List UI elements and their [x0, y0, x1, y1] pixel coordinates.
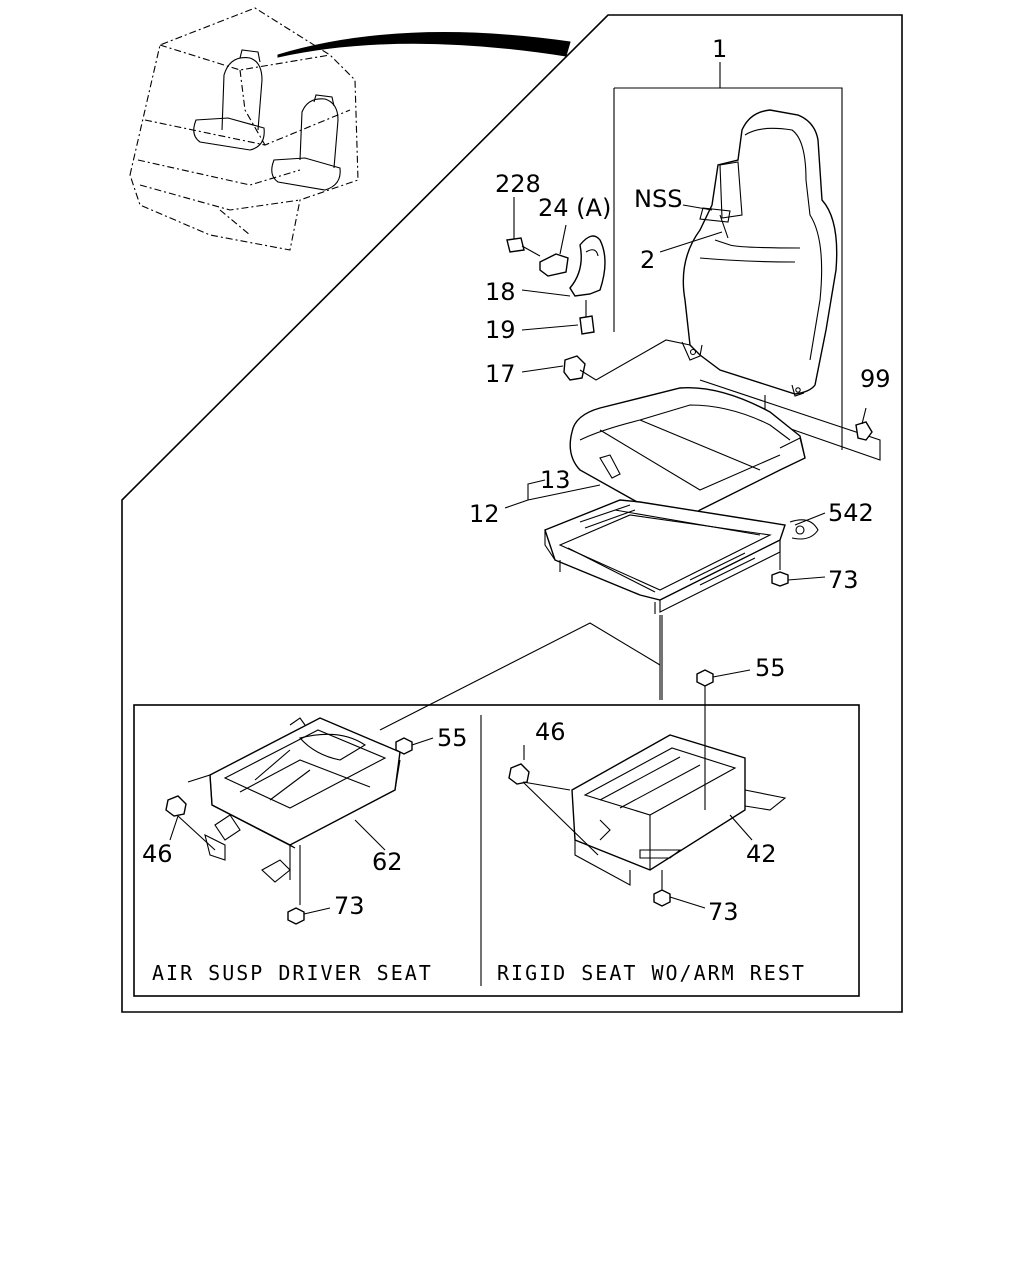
label-2: 2	[640, 246, 655, 274]
label-73-left: 73	[334, 892, 365, 920]
bolt-46-left	[165, 795, 216, 851]
leader-62	[354, 819, 386, 851]
cab-overview	[129, 7, 359, 251]
label-73-top: 73	[828, 566, 859, 594]
seat-back	[613, 62, 843, 450]
slide-rail-frame	[544, 499, 819, 614]
label-24a: 24 (A)	[538, 194, 611, 222]
label-99: 99	[860, 365, 891, 393]
leader-nss	[682, 204, 713, 211]
label-18: 18	[485, 278, 516, 306]
bolt-46-right	[508, 745, 599, 856]
leader-2	[659, 231, 723, 253]
label-1: 1	[712, 35, 727, 63]
caption-air-susp: AIR SUSP DRIVER SEAT	[152, 961, 433, 985]
nut-73-top	[771, 540, 826, 587]
caption-rigid-seat: RIGID SEAT WO/ARM REST	[497, 961, 806, 985]
nut-73-right	[653, 870, 706, 909]
leader-12	[504, 479, 601, 509]
nut-55-left	[395, 737, 434, 755]
leader-42	[729, 814, 753, 841]
label-17: 17	[485, 360, 516, 388]
label-62: 62	[372, 848, 403, 876]
hinge-cover-parts	[506, 197, 691, 381]
label-42: 42	[746, 840, 777, 868]
label-nss: NSS	[634, 185, 682, 213]
seat-cushion	[569, 387, 806, 523]
label-46-right: 46	[535, 718, 566, 746]
label-13: 13	[540, 466, 571, 494]
label-73-right: 73	[708, 898, 739, 926]
air-susp-base	[187, 717, 401, 905]
label-19: 19	[485, 316, 516, 344]
variants-box	[133, 704, 860, 997]
label-46-left: 46	[142, 840, 173, 868]
connector-left	[379, 622, 661, 731]
leader-542	[794, 512, 826, 526]
nut-73-left	[287, 907, 331, 925]
label-12: 12	[469, 500, 500, 528]
label-55-left: 55	[437, 724, 468, 752]
label-228: 228	[495, 170, 541, 198]
nut-55-right	[696, 669, 751, 760]
connector-main	[659, 615, 663, 700]
rigid-seat-base	[571, 734, 787, 886]
label-55-right: 55	[755, 654, 786, 682]
label-542: 542	[828, 499, 874, 527]
callout-arrow	[277, 32, 571, 58]
detail-frame	[121, 14, 903, 1013]
